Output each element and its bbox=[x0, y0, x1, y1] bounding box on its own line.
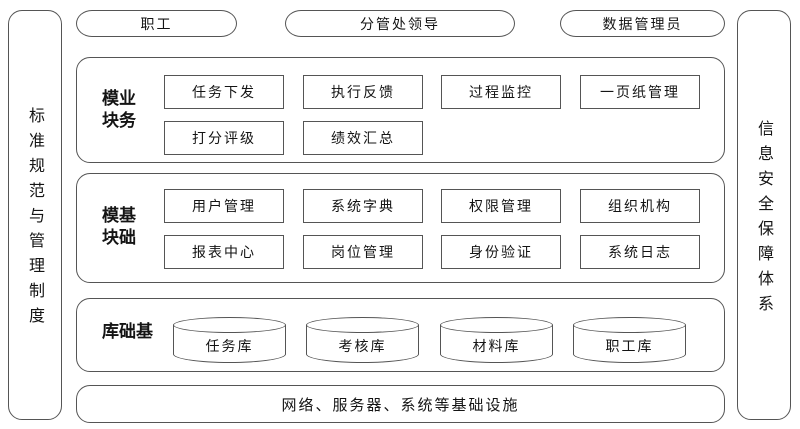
section-databases: 基础库 任务库 考核库 材料库 职工库 bbox=[76, 298, 725, 372]
module-scoring-rating: 打分评级 bbox=[164, 121, 284, 155]
module-label: 组织机构 bbox=[608, 199, 672, 215]
module-performance-summary: 绩效汇总 bbox=[303, 121, 423, 155]
module-label: 一页纸管理 bbox=[600, 85, 680, 101]
module-system-dictionary: 系统字典 bbox=[303, 189, 423, 223]
module-label: 绩效汇总 bbox=[331, 131, 395, 147]
module-label: 用户管理 bbox=[192, 199, 256, 215]
module-process-monitoring: 过程监控 bbox=[441, 75, 561, 109]
module-label: 身份验证 bbox=[469, 245, 533, 261]
actor-staff-label: 职工 bbox=[140, 16, 173, 33]
database-label: 材料库 bbox=[472, 339, 521, 355]
actor-division-leader: 分管处领导 bbox=[285, 10, 515, 37]
section-databases-label: 基础库 bbox=[98, 322, 152, 344]
module-execution-feedback: 执行反馈 bbox=[303, 75, 423, 109]
actor-division-leader-label: 分管处领导 bbox=[360, 16, 440, 33]
module-identity-verification: 身份验证 bbox=[441, 235, 561, 269]
module-position-management: 岗位管理 bbox=[303, 235, 423, 269]
section-business-label: 业务模块 bbox=[98, 89, 135, 133]
module-report-center: 报表中心 bbox=[164, 235, 284, 269]
module-label: 系统字典 bbox=[331, 199, 395, 215]
database-task: 任务库 bbox=[173, 317, 286, 363]
pillar-security: 信息安全保障体系 bbox=[737, 10, 791, 420]
module-permission-management: 权限管理 bbox=[441, 189, 561, 223]
module-label: 系统日志 bbox=[608, 245, 672, 261]
cylinder-top bbox=[173, 317, 286, 333]
actor-data-admin-label: 数据管理员 bbox=[602, 16, 683, 33]
module-system-log: 系统日志 bbox=[580, 235, 700, 269]
database-label: 任务库 bbox=[205, 339, 254, 355]
cylinder-top bbox=[440, 317, 553, 333]
module-one-page-management: 一页纸管理 bbox=[580, 75, 700, 109]
infrastructure-label: 网络、服务器、系统等基础设施 bbox=[281, 395, 520, 414]
pillar-standards: 标准规范与管理制度 bbox=[8, 10, 62, 420]
pillar-security-label: 信息安全保障体系 bbox=[755, 119, 774, 320]
module-task-dispatch: 任务下发 bbox=[164, 75, 284, 109]
section-basic-label: 基础模块 bbox=[98, 206, 135, 250]
actor-data-admin: 数据管理员 bbox=[560, 10, 725, 37]
database-material: 材料库 bbox=[440, 317, 553, 363]
database-assessment: 考核库 bbox=[306, 317, 419, 363]
module-label: 报表中心 bbox=[192, 245, 256, 261]
module-organization: 组织机构 bbox=[580, 189, 700, 223]
module-user-management: 用户管理 bbox=[164, 189, 284, 223]
cylinder-body bbox=[573, 325, 686, 363]
section-basic-modules: 基础模块 用户管理 系统字典 权限管理 组织机构 报表中心 岗位管理 身份验证 … bbox=[76, 173, 725, 283]
database-label: 职工库 bbox=[605, 339, 654, 355]
database-label: 考核库 bbox=[338, 339, 387, 355]
module-label: 岗位管理 bbox=[331, 245, 395, 261]
section-business-modules: 业务模块 任务下发 执行反馈 过程监控 一页纸管理 打分评级 绩效汇总 bbox=[76, 57, 725, 163]
actor-staff: 职工 bbox=[76, 10, 237, 37]
module-label: 任务下发 bbox=[192, 85, 256, 101]
module-label: 权限管理 bbox=[469, 199, 533, 215]
module-label: 过程监控 bbox=[469, 85, 533, 101]
cylinder-top bbox=[306, 317, 419, 333]
cylinder-top bbox=[573, 317, 686, 333]
module-label: 打分评级 bbox=[192, 131, 256, 147]
pillar-standards-label: 标准规范与管理制度 bbox=[26, 107, 45, 332]
module-label: 执行反馈 bbox=[331, 85, 395, 101]
database-staff: 职工库 bbox=[573, 317, 686, 363]
section-infrastructure: 网络、服务器、系统等基础设施 bbox=[76, 385, 725, 423]
